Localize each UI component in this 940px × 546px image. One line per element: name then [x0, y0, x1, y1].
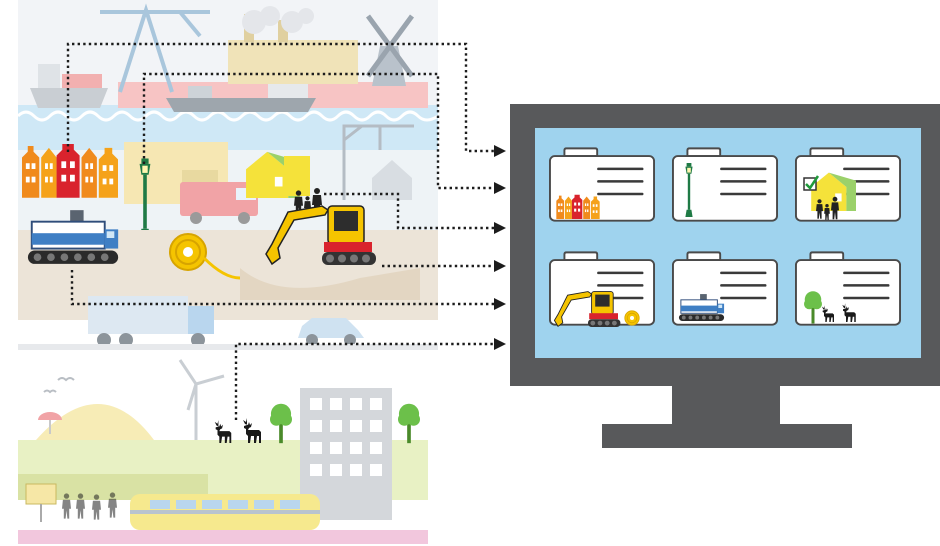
- tram: [130, 494, 320, 530]
- arrowhead-row-houses: [494, 145, 506, 157]
- deer-2: [243, 418, 261, 443]
- cargo-ship: [166, 84, 316, 112]
- monitor: [510, 104, 940, 448]
- bus-stop: [25, 483, 57, 522]
- arrowhead-ground-drill: [494, 298, 506, 310]
- folder-ground-drill: [672, 251, 778, 326]
- connector-row-houses: [66, 42, 494, 153]
- arrowhead-excavator: [494, 260, 506, 272]
- smoke-clouds: [242, 6, 314, 34]
- connector-deer: [234, 342, 494, 420]
- connector-street-lamp: [142, 72, 494, 190]
- left-illustration: [16, 0, 439, 544]
- monitor-base: [602, 424, 852, 448]
- folder-nature: [795, 251, 901, 326]
- delivery-truck: [88, 296, 214, 347]
- tree-1: [270, 403, 292, 444]
- connector-family: [324, 192, 494, 230]
- cable: [202, 256, 241, 280]
- cable-reel: [169, 233, 207, 271]
- arrowhead-family: [494, 222, 506, 234]
- connector-lines: [66, 42, 506, 420]
- sand-dune: [36, 404, 154, 440]
- folder-street-lamp: [672, 147, 778, 222]
- new-house-2: [284, 156, 310, 196]
- fire-truck: [180, 182, 258, 224]
- tree-2: [398, 403, 420, 444]
- folder-excavator: [549, 251, 655, 328]
- harbor-crane: [100, 3, 210, 93]
- road: [18, 344, 438, 350]
- harbor-waves: [16, 110, 439, 122]
- beach-umbrella: [38, 412, 62, 434]
- deer-1: [214, 420, 232, 443]
- car: [298, 318, 364, 346]
- pink-ground: [18, 530, 428, 544]
- small-house: [372, 160, 412, 200]
- arrowhead-deer: [494, 338, 506, 350]
- house-checkmark-family-icon: [803, 172, 856, 220]
- folder-new-houses: [795, 147, 901, 222]
- folder-houses: [549, 147, 655, 222]
- excavated-hole: [240, 268, 420, 300]
- wind-turbine: [178, 359, 225, 440]
- connector-ground-drill: [70, 270, 494, 306]
- container-ship: [30, 64, 108, 108]
- arrowhead-street-lamp: [494, 182, 506, 194]
- dock-crane: [342, 124, 414, 200]
- birds: [43, 377, 75, 394]
- monitor-neck: [672, 386, 780, 428]
- windmill: [365, 14, 415, 86]
